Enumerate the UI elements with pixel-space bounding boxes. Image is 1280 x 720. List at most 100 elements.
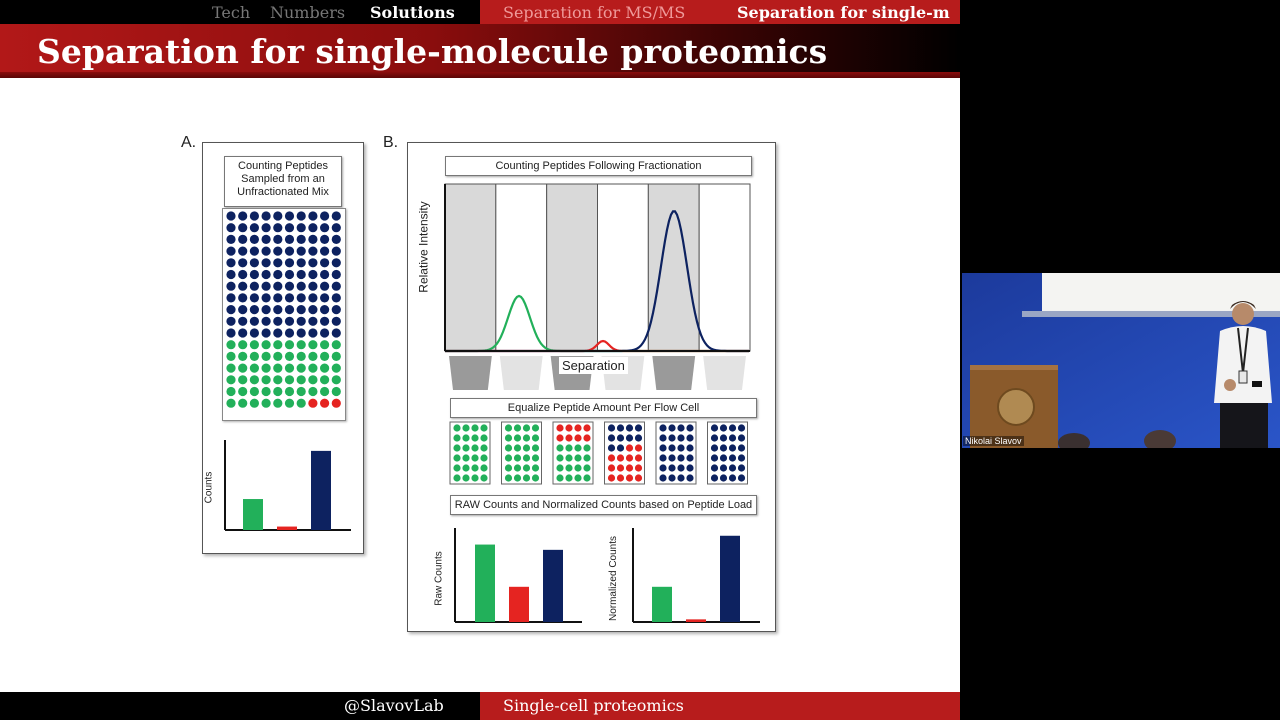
peptide-dot [668, 444, 676, 452]
peptide-dot [331, 340, 341, 350]
peptide-dot [634, 454, 643, 462]
peptide-dot [583, 474, 591, 482]
peptide-dot [261, 363, 271, 373]
speaker-video[interactable]: Nikolai Slavov [962, 273, 1280, 448]
peptide-dot [273, 246, 283, 256]
peptide-dot [320, 211, 330, 221]
peptide-dot [607, 434, 616, 442]
peptide-dot [308, 316, 318, 326]
peptide-dot [565, 474, 573, 482]
peptide-dot [308, 234, 318, 244]
speaker-name-caption: Nikolai Slavov [963, 436, 1024, 446]
peptide-dot [462, 424, 470, 432]
peptide-dot [320, 398, 330, 408]
flow-cell [449, 421, 491, 485]
peptide-dot [719, 434, 728, 442]
title-bar-shadow [0, 72, 960, 78]
peptide-dot [284, 293, 295, 303]
peptide-dot [226, 340, 236, 350]
peptide-dot [634, 434, 643, 442]
peptide-dot [308, 398, 318, 408]
peptide-dot [677, 434, 685, 442]
peptide-dot [583, 434, 591, 442]
peptide-dot [737, 424, 746, 432]
peptide-dot [226, 258, 236, 268]
peptide-dot [320, 340, 330, 350]
normalized-counts-axis-label: Normalized Counts [608, 535, 620, 622]
peptide-dot [238, 223, 248, 233]
peptide-dot [249, 211, 259, 221]
peptide-dot [331, 269, 341, 280]
peptide-dot [226, 375, 236, 385]
peptide-dot [616, 444, 625, 452]
peptide-dot [331, 363, 341, 373]
peptide-dot [522, 474, 531, 482]
panel-a-dot-grid [222, 208, 346, 421]
flow-cell [552, 421, 594, 485]
peptide-dot [273, 293, 283, 303]
peptide-dot [226, 293, 236, 303]
peptide-dot [284, 269, 295, 280]
nav-left-section: Tech Numbers Solutions [0, 0, 480, 24]
unfractionated-dot-grid [226, 211, 341, 408]
peptide-dot [308, 281, 318, 291]
slide-title: Separation for single-molecule proteomic… [37, 32, 828, 71]
fraction-column [597, 183, 649, 352]
chromatogram-plot [444, 183, 751, 390]
peptide-dot [331, 293, 341, 303]
peptide-dot [710, 434, 719, 442]
nav-item-numbers[interactable]: Numbers [270, 3, 346, 22]
peptide-dot [226, 351, 236, 361]
peptide-dot [659, 424, 667, 432]
peptide-dot [331, 223, 341, 233]
peptide-dot [238, 269, 248, 280]
peptide-dot [556, 464, 564, 472]
peptide-dot [308, 351, 318, 361]
peptide-dot [583, 454, 591, 462]
nav-item-separation-single[interactable]: Separation for single-m [737, 3, 950, 22]
peptide-dot [296, 316, 306, 326]
peptide-dot [308, 246, 318, 256]
peptide-dot [320, 328, 330, 338]
peptide-dot [583, 444, 591, 452]
separation-label: Separation [559, 357, 628, 374]
peptide-dot [719, 454, 728, 462]
peptide-dot [331, 305, 341, 315]
nav-item-separation-msms[interactable]: Separation for MS/MS [503, 3, 686, 22]
peptide-dot [462, 434, 470, 442]
peptide-dot [565, 424, 573, 432]
peptide-dot [226, 223, 236, 233]
panel-a-header: Counting Peptides Sampled from an Unfrac… [224, 156, 342, 207]
peptide-dot [513, 464, 522, 472]
nav-item-solutions[interactable]: Solutions [370, 3, 455, 22]
peptide-dot [634, 464, 643, 472]
peptide-dot [574, 454, 582, 462]
peptide-dot [480, 424, 488, 432]
peptide-dot [249, 386, 259, 397]
peptide-dot [249, 316, 259, 326]
nav-right-section: Separation for MS/MS Separation for sing… [480, 0, 960, 24]
peptide-dot [453, 454, 461, 462]
peptide-dot [226, 246, 236, 256]
title-bar: Separation for single-molecule proteomic… [0, 24, 960, 78]
peptide-dot [522, 464, 531, 472]
peptide-dot [634, 444, 643, 452]
peptide-dot [453, 434, 461, 442]
peptide-dot [273, 386, 283, 397]
peptide-dot [331, 246, 341, 256]
equalize-header: Equalize Peptide Amount Per Flow Cell [450, 398, 757, 418]
peptide-dot [320, 351, 330, 361]
peptide-dot [556, 444, 564, 452]
peptide-dot [737, 454, 746, 462]
peptide-dot [686, 444, 694, 452]
peptide-dot [226, 363, 236, 373]
nav-item-tech[interactable]: Tech [212, 3, 251, 22]
peptide-dot [296, 281, 306, 291]
peptide-dot [284, 305, 295, 315]
normalized-counts-chart: Normalized Counts [608, 528, 766, 628]
peptide-dot [616, 424, 625, 432]
peptide-dot [728, 464, 737, 472]
speaker-video-frame [962, 273, 1280, 448]
peptide-dot [273, 316, 283, 326]
peptide-dot [273, 328, 283, 338]
